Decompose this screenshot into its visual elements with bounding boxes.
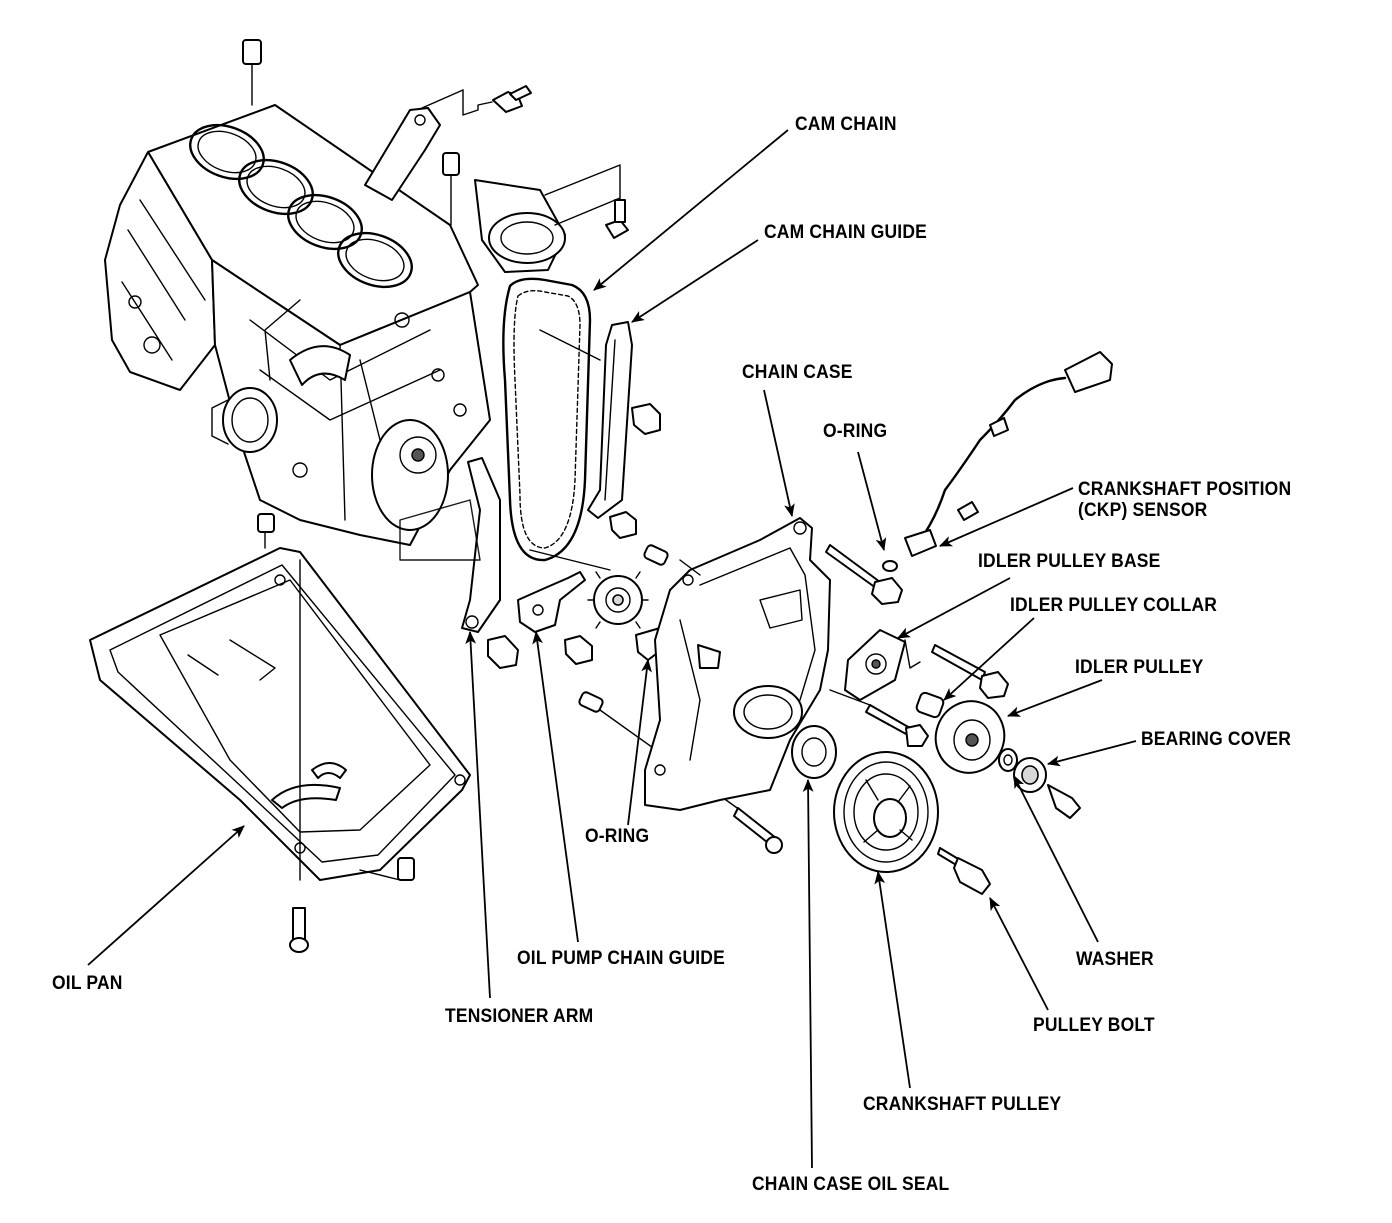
leader-lines — [87, 129, 1137, 1169]
idler-pulley-collar-part — [915, 691, 945, 719]
label-o-ring-top: O-RING — [823, 421, 888, 442]
oil-pump-sprocket — [587, 571, 665, 661]
label-oil-pump-chain-guide: OIL PUMP CHAIN GUIDE — [517, 948, 725, 969]
oil-pan-bolt — [289, 907, 309, 953]
oil-seal-part — [791, 725, 837, 779]
bearing-cover-washer — [998, 748, 1081, 819]
label-bearing-cover: BEARING COVER — [1141, 729, 1292, 750]
oil-pump-chain-guide-part — [517, 571, 593, 665]
top-fasteners — [242, 39, 629, 239]
label-oil-pan: OIL PAN — [52, 973, 123, 994]
label-o-ring-bottom: O-RING — [585, 826, 650, 847]
chain-case-cover — [644, 517, 831, 811]
label-idler-pulley: IDLER PULLEY — [1075, 657, 1204, 678]
oil-pan-part — [89, 547, 471, 881]
cam-chain-guide — [587, 321, 661, 539]
label-crankshaft-pulley: CRANKSHAFT PULLEY — [863, 1094, 1062, 1115]
label-chain-case: CHAIN CASE — [742, 362, 853, 383]
label-ckp-sensor-line1: CRANKSHAFT POSITION — [1078, 479, 1292, 500]
label-cam-chain: CAM CHAIN — [795, 114, 897, 135]
label-idler-pulley-collar: IDLER PULLEY COLLAR — [1010, 595, 1218, 616]
idler-pulley-part — [934, 700, 1006, 774]
pulley-bolt-part — [937, 847, 991, 895]
crankshaft-pulley-part — [833, 751, 939, 873]
cam-chain — [502, 277, 592, 562]
label-pulley-bolt: PULLEY BOLT — [1033, 1015, 1155, 1036]
label-cam-chain-guide: CAM CHAIN GUIDE — [764, 222, 927, 243]
chain-case-bolts — [825, 544, 903, 605]
label-chain-case-oil-seal: CHAIN CASE OIL SEAL — [752, 1174, 950, 1195]
label-tensioner-arm: TENSIONER ARM — [445, 1006, 594, 1027]
label-idler-pulley-base: IDLER PULLEY BASE — [978, 551, 1161, 572]
ckp-sensor — [904, 351, 1113, 557]
engine-block — [104, 104, 566, 546]
idler-pulley-base-part — [829, 629, 1009, 747]
label-ckp-sensor-line2: (CKP) SENSOR — [1078, 500, 1208, 521]
assembly-lines — [359, 329, 701, 881]
label-washer: WASHER — [1076, 949, 1154, 970]
